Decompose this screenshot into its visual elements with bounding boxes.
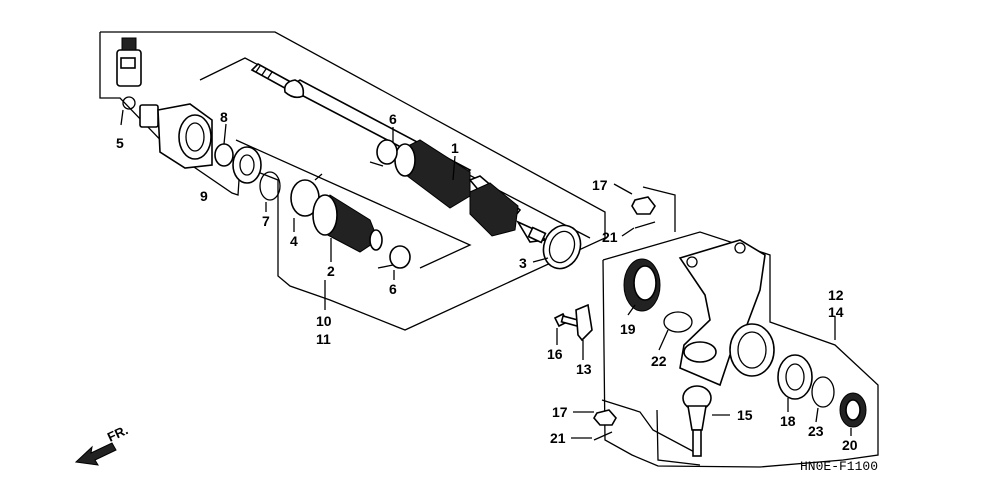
leader-lines: [120, 109, 852, 439]
callout-19: 19: [620, 321, 636, 337]
castle-nut-lower-icon: [593, 409, 617, 426]
boot-band-upper-icon: [369, 139, 398, 167]
cotter-pin-lower-icon: [593, 431, 613, 441]
callout-14: 14: [828, 304, 844, 320]
group-outlines: [99, 31, 879, 468]
callout-20: 20: [842, 437, 858, 453]
callout-1: 1: [451, 140, 459, 156]
callout-16: 16: [547, 346, 563, 362]
inner-joint-icon: [139, 103, 213, 169]
callout-15: 15: [737, 407, 753, 423]
callout-4: 4: [290, 233, 298, 249]
arrow-left-icon: [74, 442, 117, 466]
callout-13: 13: [576, 361, 592, 377]
callout-17-lower: 17: [552, 404, 568, 420]
boot-band-large-icon: [542, 224, 582, 270]
diagram-code: HN0E-F1100: [800, 459, 878, 474]
front-direction-arrow: FR.: [74, 422, 130, 466]
callout-6-upper: 6: [389, 111, 397, 127]
cage-icon: [214, 143, 234, 167]
knuckle-icon: [678, 239, 775, 387]
boot-band-lower-icon: [377, 245, 411, 269]
outline-lower-nut: [601, 399, 701, 456]
callout-21-upper: 21: [602, 229, 618, 245]
callout-10: 10: [316, 313, 332, 329]
callout-21-lower: 21: [550, 430, 566, 446]
parts: [116, 37, 867, 457]
circlip-icon: [122, 96, 136, 110]
outer-boot-icon: [394, 139, 547, 244]
outline-cv-joint: [235, 139, 472, 269]
callout-17-upper: 17: [592, 177, 608, 193]
oil-seal-icon: [623, 258, 661, 312]
callout-23: 23: [808, 423, 824, 439]
direction-label: FR.: [105, 422, 130, 444]
callout-9: 9: [200, 188, 208, 204]
callout-labels: 1 2 3 4 5 6 6 7 8 9 10 11 12 13 14 15 16…: [116, 109, 858, 453]
outline-upper-nut: [642, 186, 676, 232]
outline-knuckle: [602, 231, 879, 468]
oil-seal-20-icon: [839, 392, 867, 428]
cotter-pin-upper-icon: [634, 221, 656, 229]
snap-ring-23-icon: [811, 376, 835, 408]
callout-2: 2: [327, 263, 335, 279]
bracket-icon: [575, 303, 593, 342]
bolt-icon: [553, 312, 580, 328]
callout-12: 12: [828, 287, 844, 303]
snap-ring-icon: [259, 171, 281, 201]
callout-3: 3: [519, 255, 527, 271]
callout-6-lower: 6: [389, 281, 397, 297]
callout-7: 7: [262, 213, 270, 229]
ball-joint-icon: [682, 385, 712, 457]
wheel-bearing-icon: [777, 354, 813, 400]
tripod-icon: [232, 146, 262, 184]
grease-bottle-icon: [116, 37, 142, 87]
outline-shaft-assembly: [99, 31, 606, 331]
inner-boot-icon: [312, 194, 383, 253]
callout-22: 22: [651, 353, 667, 369]
callout-11: 11: [316, 331, 331, 347]
circlip-22-icon: [663, 311, 693, 333]
castle-nut-upper-icon: [631, 196, 656, 215]
callout-18: 18: [780, 413, 796, 429]
outline-ball-joint: [656, 409, 701, 466]
callout-5: 5: [116, 135, 124, 151]
callout-8: 8: [220, 109, 228, 125]
